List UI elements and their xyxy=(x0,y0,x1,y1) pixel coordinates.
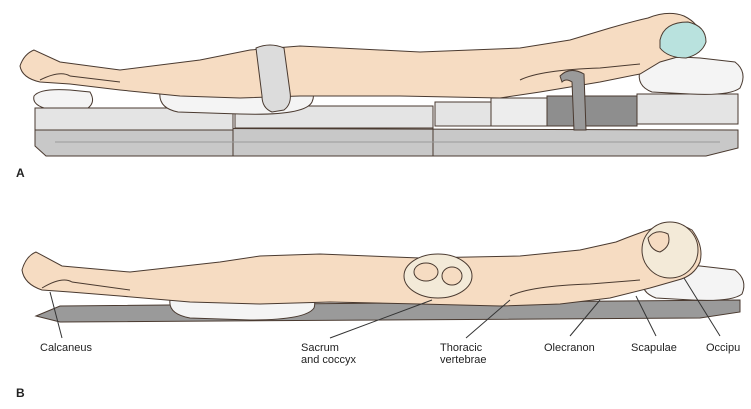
label-calcaneus: Calcaneus xyxy=(40,342,92,354)
label-thoracic-line2: vertebrae xyxy=(440,354,486,366)
patient-body-a xyxy=(20,13,700,98)
label-olecranon: Olecranon xyxy=(544,342,595,354)
label-thoracic-vertebrae: Thoracic vertebrae xyxy=(440,342,486,366)
label-scapulae: Scapulae xyxy=(631,342,677,354)
patient-body-b xyxy=(22,224,701,306)
panel-b-scene xyxy=(22,222,744,322)
skull-bone xyxy=(642,222,698,278)
panel-b-letter: B xyxy=(16,386,25,400)
heel-pad xyxy=(34,90,93,108)
operating-table xyxy=(35,94,738,156)
surgical-cap xyxy=(660,22,706,58)
label-occiput: Occipu xyxy=(706,342,740,354)
label-sacrum-line2: and coccyx xyxy=(301,354,356,366)
panel-a-scene xyxy=(20,13,743,156)
label-thoracic-line1: Thoracic xyxy=(440,342,486,354)
panel-a-letter: A xyxy=(16,166,25,180)
label-sacrum-and-coccyx: Sacrum and coccyx xyxy=(301,342,356,366)
label-sacrum-line1: Sacrum xyxy=(301,342,356,354)
